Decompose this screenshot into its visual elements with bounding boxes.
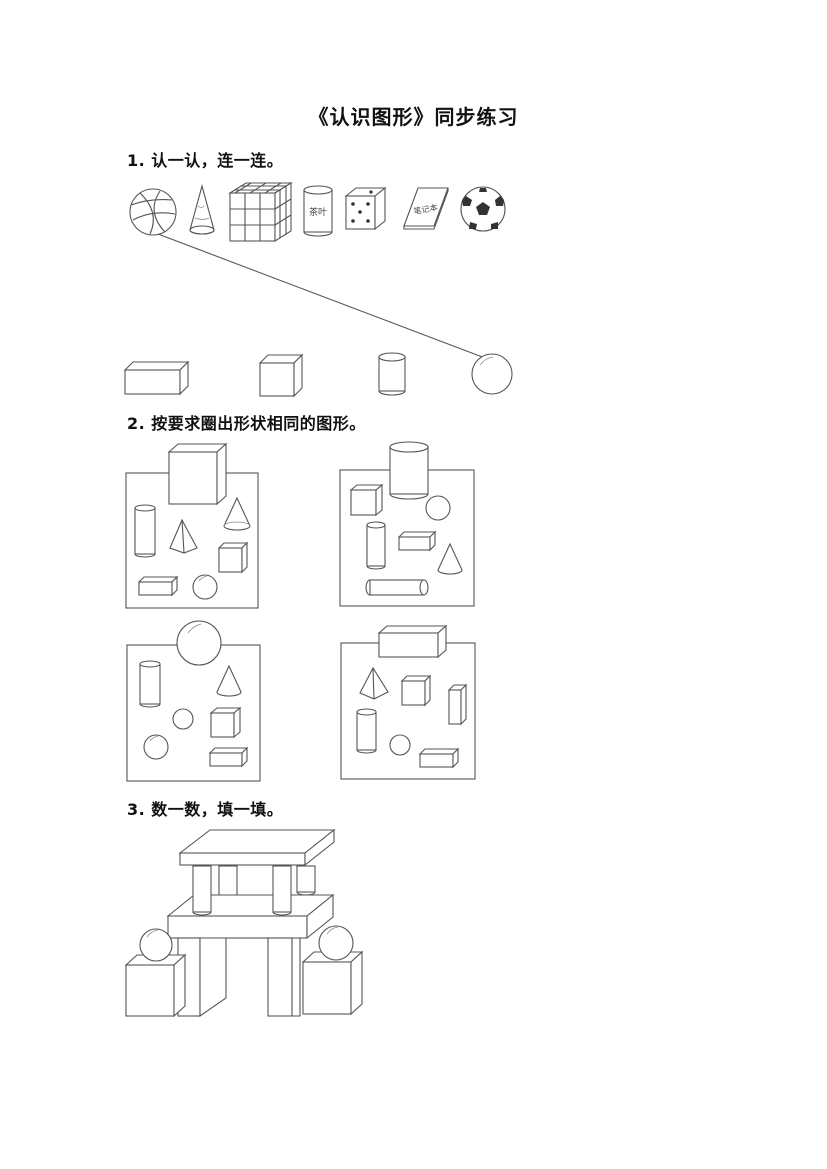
sphere-shape xyxy=(471,353,513,395)
question-2-text: 按要求圈出形状相同的图形。 xyxy=(151,414,366,433)
soccer-ball-icon xyxy=(460,186,506,232)
question-3-text: 数一数，填一填。 xyxy=(151,800,284,819)
dice-icon xyxy=(344,186,387,231)
party-hat-cone-icon xyxy=(189,183,215,235)
example-connecting-line xyxy=(157,233,486,359)
question-3-number: 3. xyxy=(127,800,146,819)
cuboid-shape xyxy=(123,360,190,396)
rubiks-cube-icon xyxy=(228,182,293,242)
cube-shape xyxy=(258,353,304,398)
question-1-text: 认一认，连一连。 xyxy=(151,151,284,170)
question-2-number: 2. xyxy=(127,414,146,433)
page-title: 《认识图形》同步练习 xyxy=(308,105,519,129)
question-2: 2. 按要求圈出形状相同的图形。 xyxy=(127,410,366,434)
q2-box-cuboid xyxy=(340,624,476,780)
question-1-number: 1. xyxy=(127,151,146,170)
q2-box-sphere xyxy=(126,620,261,782)
tea-can-label: 茶叶 xyxy=(309,206,327,218)
question-1: 1. 认一认，连一连。 xyxy=(127,147,283,171)
q2-box-cylinder xyxy=(339,441,475,607)
q2-box-cube xyxy=(125,442,259,609)
tea-can-icon: 茶叶 xyxy=(303,185,333,237)
question-3: 3. 数一数，填一填。 xyxy=(127,796,283,820)
cylinder-shape xyxy=(378,352,406,396)
notebook-icon: 笔记本 xyxy=(403,187,449,230)
q3-block-structure xyxy=(124,828,364,1018)
volleyball-icon xyxy=(129,188,177,236)
notebook-label: 笔记本 xyxy=(413,202,438,216)
